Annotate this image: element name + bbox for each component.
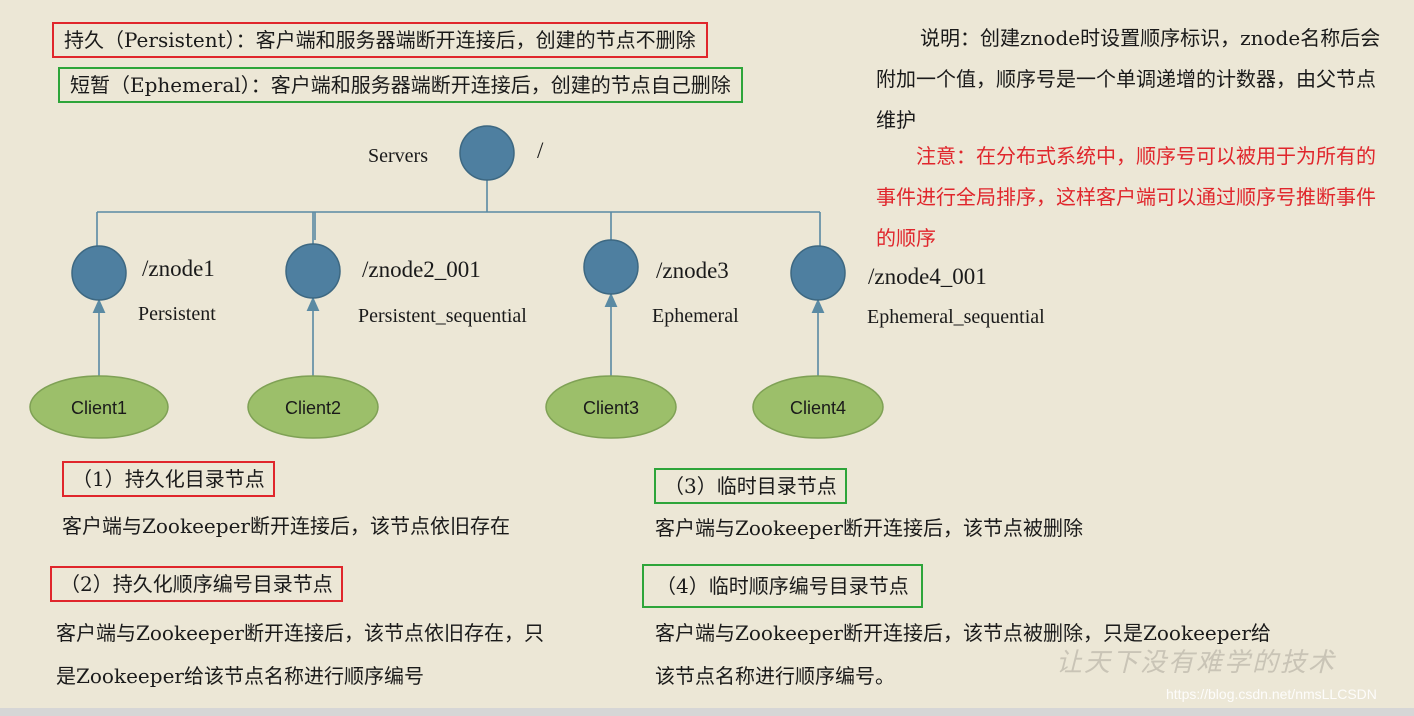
client1-ellipse — [29, 375, 169, 439]
znode1-path: /znode1 — [142, 256, 215, 281]
note-description: 说明：创建znode时设置顺序标识，znode名称后会附加一个值，顺序号是一个单… — [876, 26, 1381, 132]
watermark-slogan: 让天下没有难学的技术 — [1056, 648, 1337, 678]
client4-label: Client4 — [790, 398, 846, 418]
znode2-type: Persistent_sequential — [358, 305, 527, 327]
note-warning: 注意：在分布式系统中，顺序号可以被用于为所有的事件进行全局排序，这样客户端可以通… — [876, 144, 1376, 250]
section4-body: 客户端与Zookeeper断开连接后，该节点被删除，只是Zookeeper给该节… — [655, 621, 1271, 688]
znode2-circle — [285, 243, 341, 299]
legend-persistent: 持久（Persistent）：客户端和服务器端断开连接后，创建的节点不删除 — [52, 22, 708, 58]
section2-heading: （2）持久化顺序编号目录节点 — [50, 566, 343, 602]
section3-body: 客户端与Zookeeper断开连接后，该节点被删除 — [655, 516, 1083, 540]
znode3-path: /znode3 — [656, 258, 729, 283]
znode3-circle — [583, 239, 639, 295]
client3-label: Client3 — [583, 398, 639, 418]
section3-heading: （3）临时目录节点 — [654, 468, 847, 504]
client2-label: Client2 — [285, 398, 341, 418]
section2-body: 客户端与Zookeeper断开连接后，该节点依旧存在，只是Zookeeper给该… — [56, 621, 544, 688]
client2-ellipse — [247, 375, 379, 439]
root-path: / — [537, 138, 544, 163]
legend-ephemeral: 短暂（Ephemeral）：客户端和服务器端断开连接后，创建的节点自己删除 — [58, 67, 743, 103]
znode1-circle — [71, 245, 127, 301]
client4-ellipse — [752, 375, 884, 439]
watermark-url: https://blog.csdn.net/nmsLLCSDN — [1166, 686, 1377, 702]
section1-body: 客户端与Zookeeper断开连接后，该节点依旧存在 — [62, 514, 510, 538]
root-node-circle — [459, 125, 515, 181]
root-label: Servers — [368, 145, 428, 167]
client1-label: Client1 — [71, 398, 127, 418]
znode3-type: Ephemeral — [652, 305, 739, 327]
section1-heading: （1）持久化目录节点 — [62, 461, 275, 497]
znode4-path: /znode4_001 — [868, 264, 987, 289]
znode2-path: /znode2_001 — [362, 257, 481, 282]
znode1-type: Persistent — [138, 303, 216, 325]
tree-connectors — [92, 180, 825, 378]
znode4-circle — [790, 245, 846, 301]
section4-heading: （4）临时顺序编号目录节点 — [642, 564, 923, 608]
bottom-bar — [0, 708, 1414, 716]
znode4-type: Ephemeral_sequential — [867, 306, 1045, 328]
client3-ellipse — [545, 375, 677, 439]
